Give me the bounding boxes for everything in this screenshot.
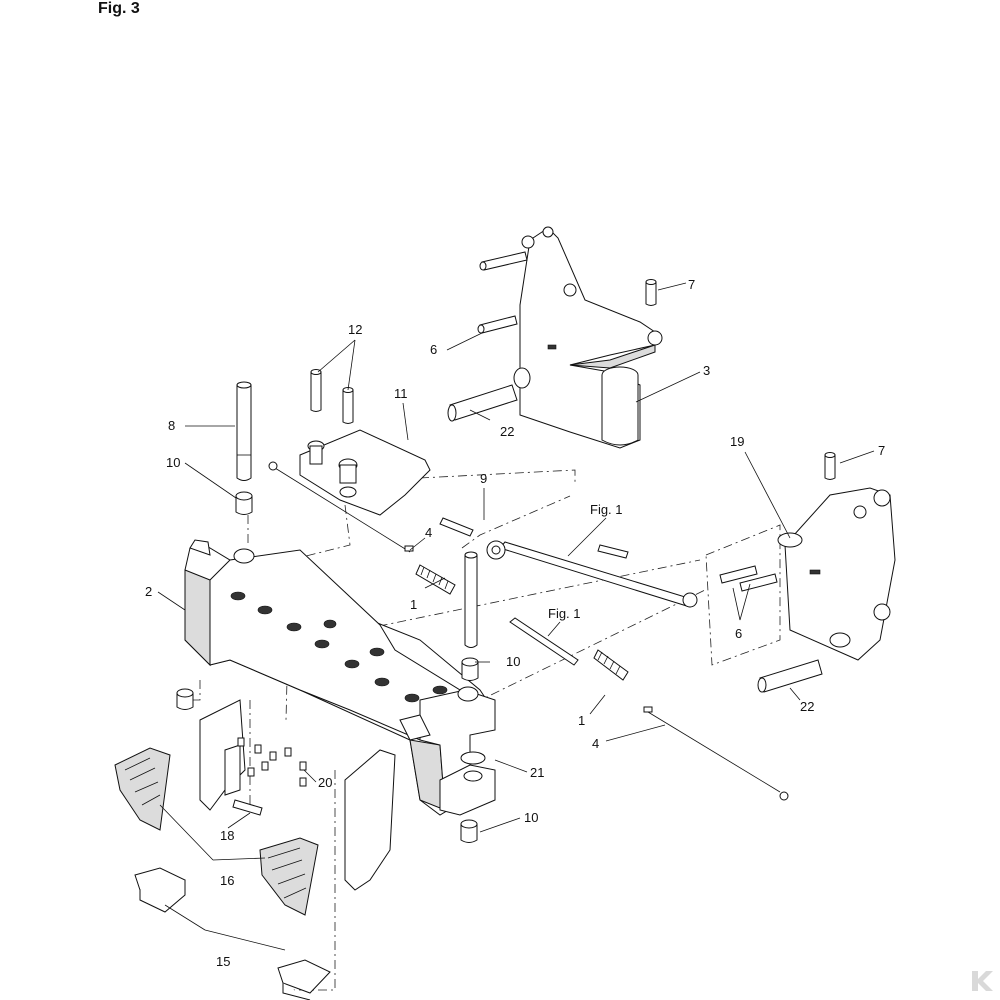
callout-9: 9 xyxy=(480,471,487,486)
callout-3: 3 xyxy=(703,363,710,378)
cable-part-4-lower xyxy=(643,706,789,801)
callout-4-top: 4 xyxy=(425,525,432,540)
callout-18: 18 xyxy=(220,828,234,843)
spring-part-1-lower xyxy=(593,649,629,681)
callout-12: 12 xyxy=(348,322,362,337)
pins-part-6-upper xyxy=(477,251,528,334)
callout-21: 21 xyxy=(530,765,544,780)
spring-part-1-top xyxy=(415,564,456,595)
pins-part-6-right xyxy=(719,565,778,592)
callout-fig1-upper: Fig. 1 xyxy=(590,502,623,517)
callout-16: 16 xyxy=(220,873,234,888)
callout-11: 11 xyxy=(394,386,408,401)
k-logo-icon xyxy=(966,966,996,996)
callout-1-top: 1 xyxy=(410,597,417,612)
callout-1-lower: 1 xyxy=(578,713,585,728)
pin-part-7-right xyxy=(824,452,836,480)
callout-10-center: 10 xyxy=(506,654,520,669)
bush-part-10-center xyxy=(461,657,479,681)
callout-19: 19 xyxy=(730,434,744,449)
pin-center xyxy=(464,551,478,648)
callout-fig1-lower: Fig. 1 xyxy=(548,606,581,621)
callout-22-upper: 22 xyxy=(500,424,514,439)
studs-part-20 xyxy=(237,737,307,787)
callout-10-top: 10 xyxy=(166,455,180,470)
callout-8: 8 xyxy=(168,418,175,433)
bush-part-10-bottom xyxy=(460,819,478,843)
bush-part-10-top xyxy=(235,491,253,515)
pin-part-7-upper xyxy=(645,279,657,306)
frame-brackets xyxy=(199,699,396,891)
pin-part-18 xyxy=(232,799,263,816)
cable-part-4-top xyxy=(268,461,414,553)
main-frame-part-2 xyxy=(184,539,496,816)
callout-20: 20 xyxy=(318,775,332,790)
holders-part-15 xyxy=(134,867,331,1000)
pin-part-22-right xyxy=(757,659,823,693)
pin-part-8 xyxy=(236,381,252,481)
callout-6-right: 6 xyxy=(735,626,742,641)
leader-lines xyxy=(157,282,875,951)
callout-6-upper: 6 xyxy=(430,342,437,357)
pin-part-9 xyxy=(439,517,474,537)
callout-labels: 12 11 8 10 9 4 1 2 6 22 7 3 19 7 Fig. 1 … xyxy=(145,277,885,969)
bracket-part-11 xyxy=(299,429,431,516)
pin-part-22-upper xyxy=(447,384,518,422)
callout-7-right: 7 xyxy=(878,443,885,458)
pads-part-16 xyxy=(114,747,319,916)
callout-7-upper: 7 xyxy=(688,277,695,292)
top-link-assembly xyxy=(486,540,698,608)
bottom-plate-part-21 xyxy=(439,751,496,816)
pins-part-12 xyxy=(310,369,354,424)
callout-22-right: 22 xyxy=(800,699,814,714)
callout-15: 15 xyxy=(216,954,230,969)
bush-left xyxy=(176,688,194,710)
callout-10-bottom: 10 xyxy=(524,810,538,825)
bracket-part-3 xyxy=(513,226,663,449)
figure-title: Fig. 3 xyxy=(98,0,140,17)
link-bar xyxy=(509,617,579,666)
assembly-dash-lines xyxy=(185,469,781,991)
callout-4-lower: 4 xyxy=(592,736,599,751)
bracket-part-19 xyxy=(777,487,896,661)
callout-2: 2 xyxy=(145,584,152,599)
